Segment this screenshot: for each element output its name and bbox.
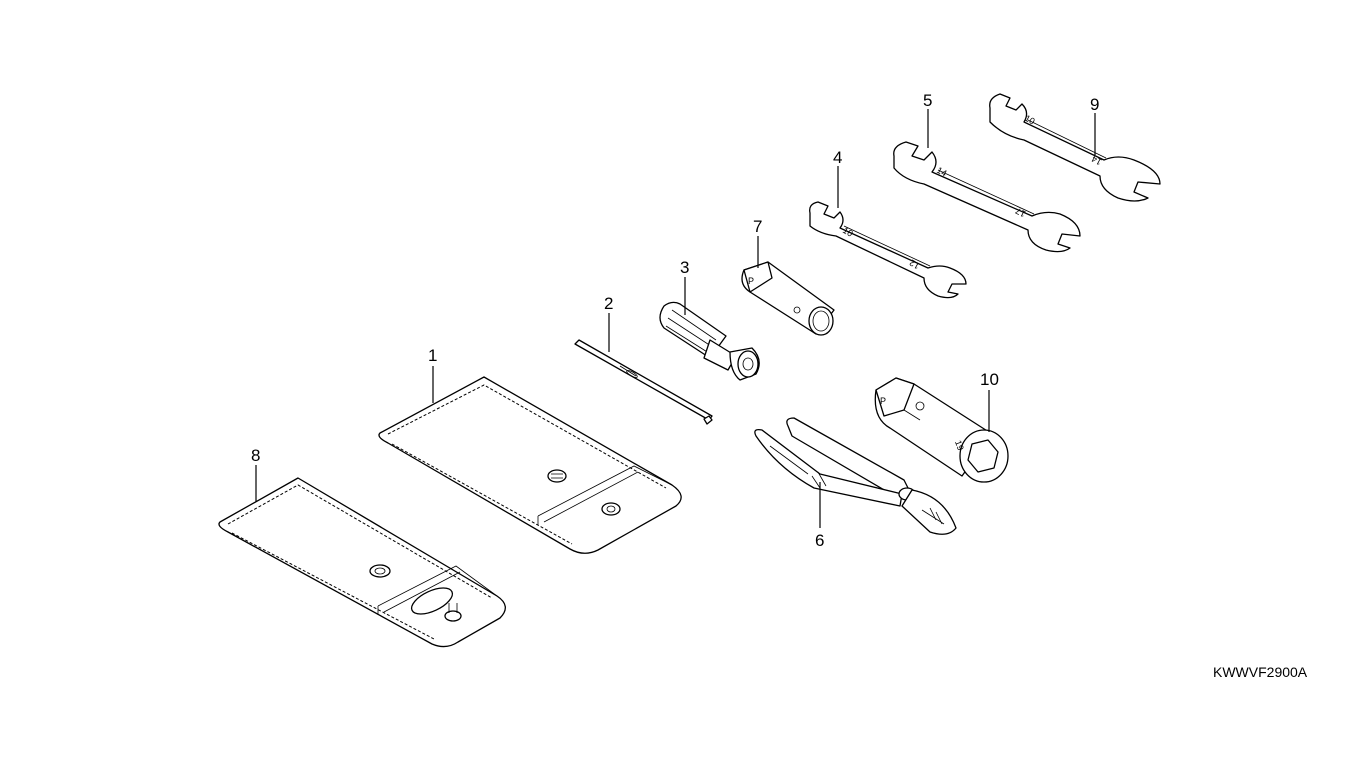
box-wrench-10: P 19 [874, 377, 1009, 483]
callout-2: 2 [604, 294, 613, 313]
callout-4: 4 [833, 148, 842, 167]
callout-5: 5 [923, 91, 932, 110]
wrench-4: 10 12 [809, 201, 967, 299]
screwdriver-blade-2 [574, 339, 713, 425]
diagram-code: KWWVF2900A [1213, 664, 1308, 680]
box-wrench-10-stamp-size: 19 [953, 439, 966, 452]
socket-7-stamp: P [748, 276, 754, 286]
wrench-9-stamp-a: 10 [1023, 113, 1037, 127]
leader-lines [255, 109, 1096, 528]
wrench-5-stamp-b: 17 [1014, 206, 1028, 220]
wrench-4-stamp-a: 10 [841, 225, 855, 239]
callout-10: 10 [980, 370, 999, 389]
callouts: 1 2 3 4 5 6 7 8 9 10 [251, 91, 1099, 550]
wrench-5: 14 17 [893, 141, 1081, 253]
pliers-6 [754, 417, 957, 535]
callout-6: 6 [815, 531, 824, 550]
screwdriver-handle-3 [659, 301, 760, 381]
callout-3: 3 [680, 258, 689, 277]
plug-socket-7: P [741, 261, 835, 336]
wrench-4-stamp-b: 12 [908, 258, 922, 272]
callout-8: 8 [251, 446, 260, 465]
box-wrench-10-stamp-p: P [880, 396, 886, 406]
callout-1: 1 [428, 346, 437, 365]
callout-7: 7 [753, 217, 762, 236]
wrench-9: 10 14 [989, 93, 1161, 202]
callout-9: 9 [1090, 95, 1099, 114]
tool-bag-1 [378, 376, 682, 554]
wrench-5-stamp-a: 14 [935, 165, 949, 179]
tool-bag-8 [218, 477, 506, 648]
wrench-9-stamp-b: 14 [1090, 154, 1104, 168]
